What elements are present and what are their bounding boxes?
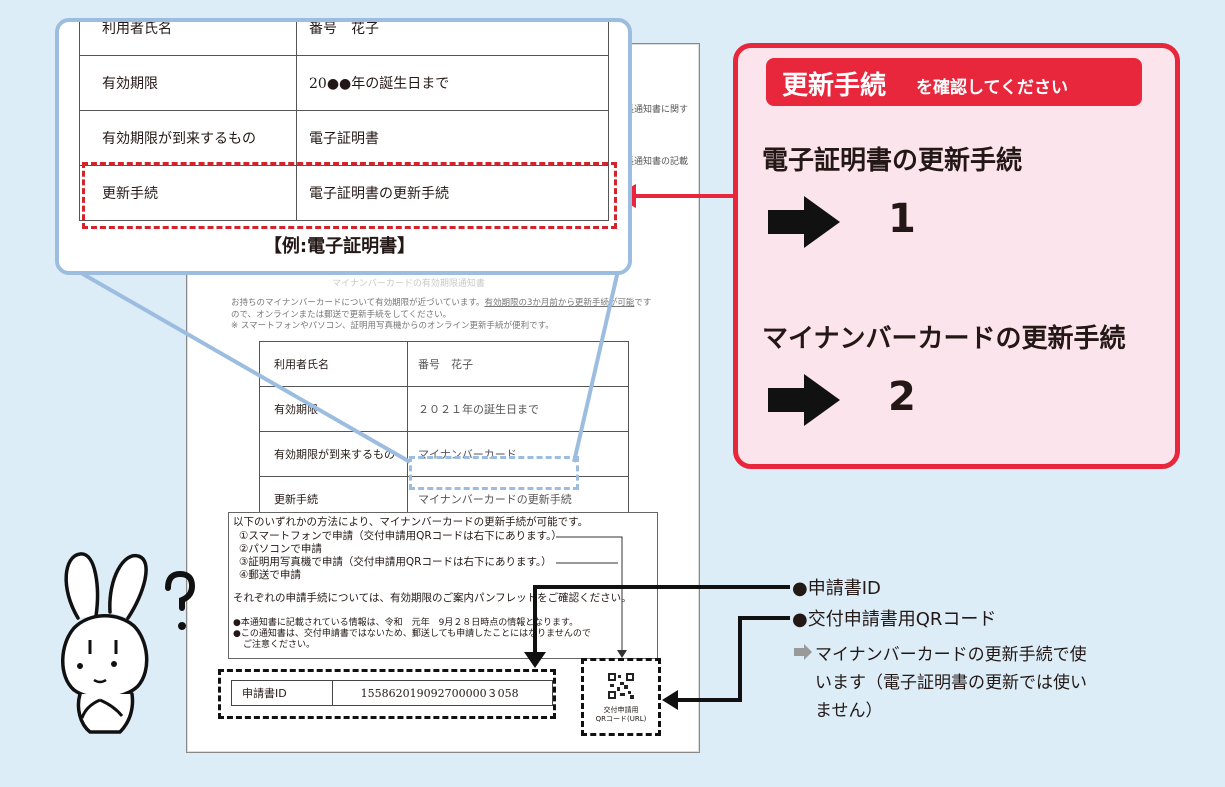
highlight-dash xyxy=(409,456,579,490)
qr-callout-label: ●交付申請書用QRコード xyxy=(792,609,997,630)
application-id-table: 申請書ID 155862019092700000３058 xyxy=(231,680,554,706)
arrow-right-icon xyxy=(768,196,840,248)
callout-line-right xyxy=(572,261,622,463)
qr-code-icon xyxy=(608,673,634,699)
item2-title: マイナンバーカードの更新手続 xyxy=(762,324,1126,354)
table-row: 有効期限が到来するもの電子証明書 xyxy=(79,110,609,166)
highlight-dash xyxy=(82,162,617,229)
qr-caption: QRコード(URL) xyxy=(595,715,647,723)
panel-header-small: を確認してください xyxy=(916,78,1068,98)
side-note: 長通知書の記載 xyxy=(625,157,689,167)
note-line: マイナンバーカードの更新手続で使 xyxy=(815,645,1087,665)
arrow-right-icon xyxy=(768,374,840,426)
app-id-arrow xyxy=(533,585,790,655)
item1-title: 電子証明書の更新手続 xyxy=(762,146,1023,176)
zoom-caption: 【例:電子証明書】 xyxy=(263,236,416,257)
intro-line: ので、オンラインまたは郵送で更新手続をしてください。 xyxy=(231,310,452,320)
notice-title: マイナンバーカードの有効期限通知書 xyxy=(332,279,485,289)
qr-code-box: 交付申請用 QRコード(URL) xyxy=(581,658,661,736)
note-line: ません） xyxy=(815,701,883,721)
panel-header: 更新手続 を確認してください xyxy=(766,58,1142,106)
app-id-label: 申請書ID xyxy=(231,680,333,706)
intro-line: ※ スマートフォンやパソコン、証明用写真機からのオンライン更新手続が便利です。 xyxy=(231,321,554,331)
item2-number: 2 xyxy=(888,374,916,420)
application-id-box: 申請書ID 155862019092700000３058 xyxy=(218,669,556,719)
note-line: います（電子証明書の更新では使い xyxy=(815,673,1087,693)
app-id-callout-label: ●申請書ID xyxy=(792,578,881,599)
note-arrow-icon xyxy=(794,644,812,660)
renewal-panel: 更新手続 を確認してください 電子証明書の更新手続 1 マイナンバーカードの更新… xyxy=(733,43,1180,469)
table-row: 利用者氏名番号 花子 xyxy=(79,22,609,56)
methods-box: 以下のいずれかの方法により、マイナンバーカードの更新手続が可能です。 ①スマート… xyxy=(228,512,658,659)
intro-line: お持ちのマイナンバーカードについて有効期限が近づいています。有効期限の3か月前か… xyxy=(231,298,652,308)
question-mark-icon xyxy=(165,570,196,611)
side-note: 長通知書に関す xyxy=(625,105,689,115)
app-id-value: 155862019092700000３058 xyxy=(331,680,554,706)
table-row: 更新手続電子証明書の更新手続 xyxy=(79,165,609,221)
qr-caption: 交付申請用 xyxy=(603,706,639,714)
callout-line-left xyxy=(61,260,411,464)
item1-number: 1 xyxy=(888,196,916,242)
qr-arrow xyxy=(676,616,790,702)
panel-header-big: 更新手続 xyxy=(782,71,887,101)
rabbit-mascot-icon xyxy=(61,552,196,734)
